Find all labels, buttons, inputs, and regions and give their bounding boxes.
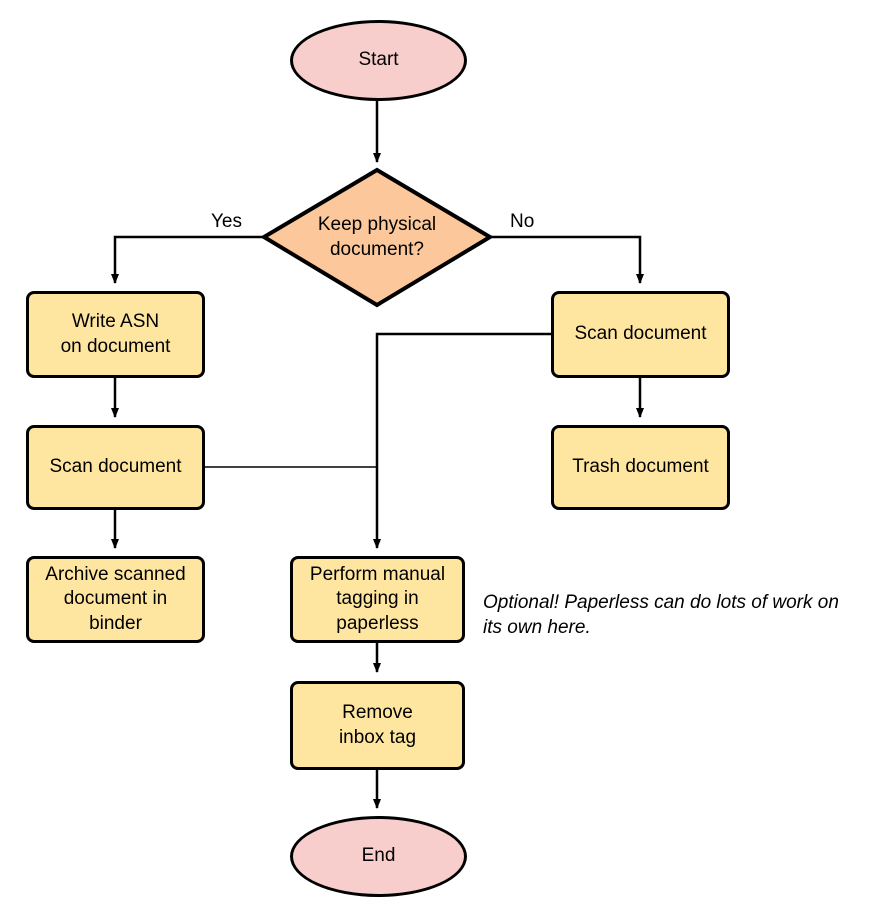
node-remove-inbox-tag[interactable]: Remove inbox tag — [290, 681, 465, 770]
node-archive-label-line2: document in — [63, 588, 168, 610]
node-decision-label-line2: document? — [329, 238, 424, 260]
edge-no-to-scan-right — [490, 235, 644, 284]
node-remove-inbox-tag-label-line2: inbox tag — [338, 726, 417, 748]
node-decision-keep-physical-document[interactable]: Keep physical document? — [264, 170, 490, 305]
node-archive-scanned-document-in-binder[interactable]: Archive scanned document in binder — [26, 556, 205, 643]
node-write-asn-label-line2: on document — [60, 335, 171, 357]
node-start-label: Start — [358, 49, 399, 71]
node-tagging-label-line2: tagging in — [336, 588, 419, 610]
node-archive-label-line1: Archive scanned — [45, 564, 186, 586]
node-trash-document[interactable]: Trash document — [551, 425, 730, 510]
node-decision-label: Keep physical document? — [312, 213, 442, 261]
node-scan-document-left-label: Scan document — [49, 456, 182, 478]
node-archive-label-line3: binder — [89, 612, 142, 634]
decision-diamond-shape — [260, 167, 494, 308]
node-remove-inbox-tag-label-line1: Remove — [342, 702, 413, 724]
node-end-label: End — [361, 845, 396, 867]
node-perform-manual-tagging-in-paperless[interactable]: Perform manual tagging in paperless — [290, 556, 465, 643]
node-trash-document-label: Trash document — [572, 456, 709, 478]
node-write-asn-label-line1: Write ASN — [71, 311, 160, 333]
node-archive-label: Archive scanned document in binder — [45, 563, 185, 635]
node-scan-document-left[interactable]: Scan document — [26, 425, 205, 510]
node-tagging-label-line1: Perform manual — [309, 564, 446, 586]
annotation-optional-note: Optional! Paperless can do lots of work … — [483, 590, 885, 640]
node-write-asn-label: Write ASN on document — [61, 310, 171, 358]
edge-yes-to-write-asn — [111, 235, 264, 284]
node-remove-inbox-tag-label: Remove inbox tag — [339, 701, 416, 749]
annotation-line1: Optional! Paperless can do lots of work … — [483, 592, 839, 613]
edge-scan-right-to-tagging — [373, 332, 551, 549]
annotation-line2: its own here. — [483, 617, 591, 639]
node-decision-label-line1: Keep physical — [317, 214, 437, 236]
node-end[interactable]: End — [290, 816, 467, 897]
node-scan-document-right-label: Scan document — [574, 323, 707, 345]
node-write-asn-on-document[interactable]: Write ASN on document — [26, 291, 205, 378]
edge-label-no: No — [510, 211, 535, 232]
node-start[interactable]: Start — [290, 20, 467, 101]
node-scan-document-right[interactable]: Scan document — [551, 291, 730, 378]
edge-label-yes: Yes — [211, 211, 242, 232]
node-tagging-label: Perform manual tagging in paperless — [310, 563, 445, 635]
node-tagging-label-line3: paperless — [336, 612, 419, 634]
